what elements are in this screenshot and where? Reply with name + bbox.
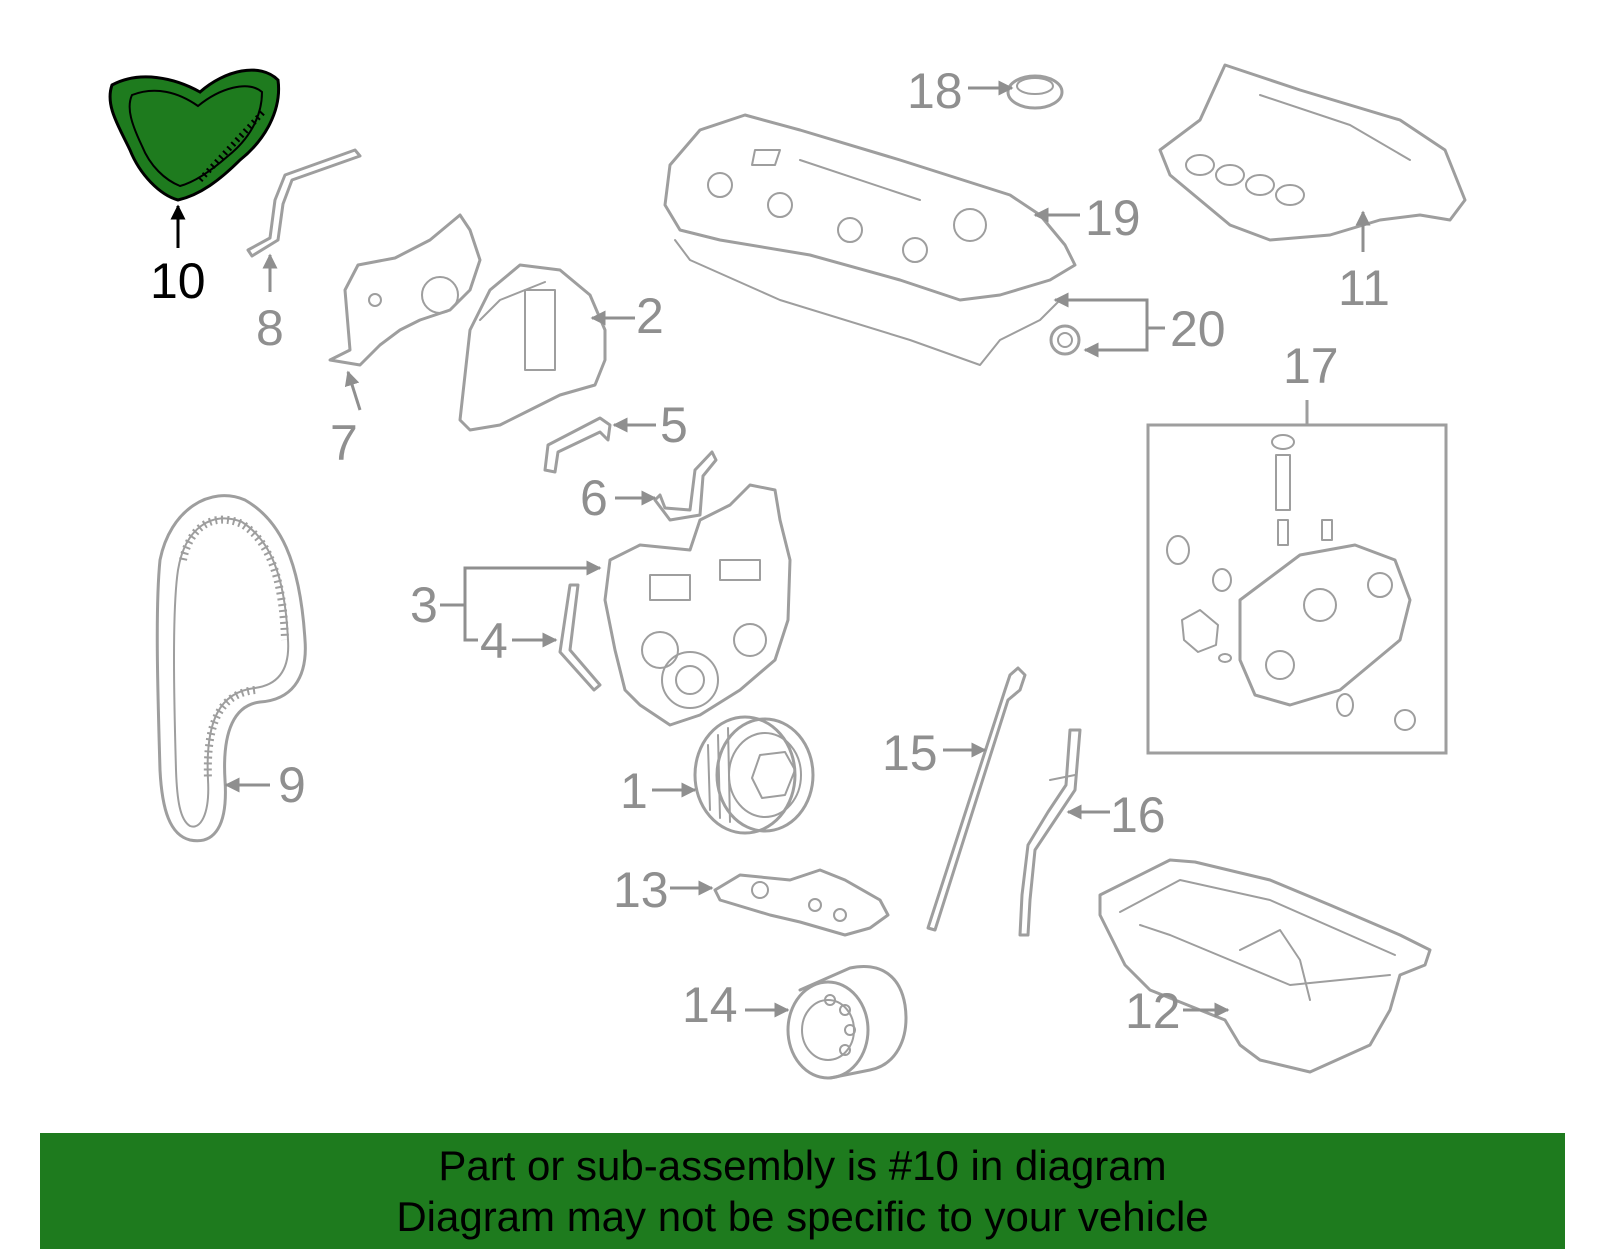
callout-13: 13	[613, 862, 669, 918]
part-17-oil-pump-assembly	[1166, 434, 1416, 731]
part-3-lower-cover	[603, 483, 792, 727]
part-10-balancer-belt[interactable]	[108, 68, 281, 202]
part-14-oil-filter	[786, 965, 908, 1080]
part-18-oil-cap	[1006, 74, 1064, 110]
banner-line-1: Part or sub-assembly is #10 in diagram	[438, 1142, 1167, 1189]
callout-3: 3	[410, 577, 438, 633]
callout-17: 17	[1283, 338, 1339, 394]
part-19-valve-cover	[663, 113, 1077, 366]
callout-1: 1	[620, 763, 648, 819]
callout-19: 19	[1085, 190, 1141, 246]
part-20-gasket-seal	[1049, 324, 1081, 356]
part-1-crank-pulley	[693, 715, 815, 835]
callout-4: 4	[480, 613, 508, 669]
callout-12: 12	[1125, 983, 1181, 1039]
callout-5: 5	[660, 397, 688, 453]
part-2-upper-cover-front	[458, 263, 607, 432]
part-12-oil-pan	[1098, 858, 1432, 1074]
callout-6: 6	[580, 470, 608, 526]
callout-9: 9	[278, 757, 306, 813]
part-11-intake-manifold	[1158, 63, 1467, 242]
callout-16: 16	[1110, 787, 1166, 843]
callout-18: 18	[907, 63, 963, 119]
part-7-upper-cover-back	[328, 213, 482, 367]
callout-11: 11	[1338, 260, 1390, 316]
banner-line-2: Diagram may not be specific to your vehi…	[396, 1193, 1209, 1240]
callout-8: 8	[256, 300, 284, 356]
callout-10: 10	[150, 253, 206, 309]
part-9-timing-belt	[155, 494, 307, 843]
part-5-seal	[543, 416, 612, 474]
part-17-inset-box	[1146, 423, 1448, 755]
part-8-gasket	[246, 148, 362, 258]
callout-7: 7	[330, 415, 358, 471]
part-6-seal	[653, 450, 718, 522]
callout-14: 14	[682, 977, 738, 1033]
info-banner: Part or sub-assembly is #10 in diagram D…	[40, 1133, 1565, 1249]
part-16-dipstick-tube	[1018, 728, 1082, 937]
callout-20: 20	[1170, 301, 1226, 357]
part-4-gasket	[558, 583, 602, 692]
callout-2: 2	[636, 288, 664, 344]
part-15-dipstick	[926, 666, 1027, 932]
callout-15: 15	[882, 725, 938, 781]
part-13-bracket	[713, 868, 890, 937]
